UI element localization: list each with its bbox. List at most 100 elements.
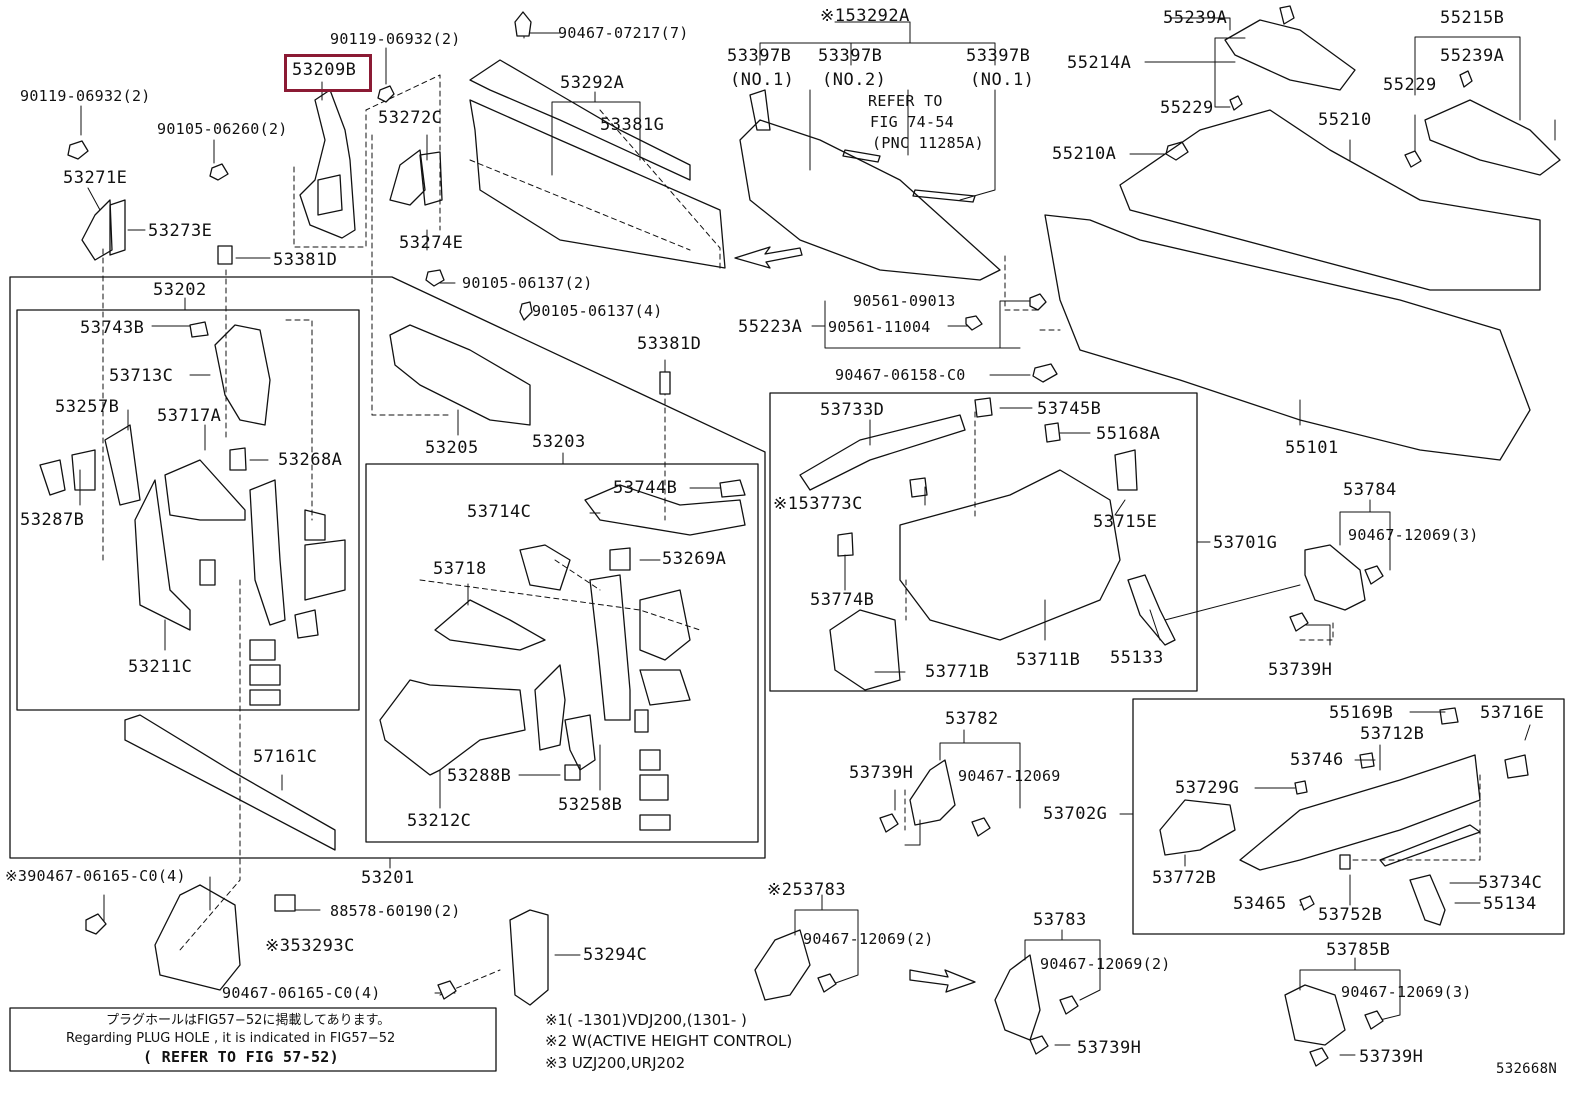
- label-53783-a[interactable]: ※253783: [767, 880, 847, 900]
- label-55210A[interactable]: 55210A: [1052, 144, 1117, 164]
- label-55169B[interactable]: 55169B: [1329, 703, 1394, 723]
- label-53203[interactable]: 53203: [532, 432, 586, 452]
- label-90467-07217[interactable]: 90467-07217(7): [558, 24, 689, 42]
- label-53271E[interactable]: 53271E: [63, 168, 128, 188]
- label-55229-a[interactable]: 55229: [1160, 98, 1214, 118]
- label-90119-06932-top[interactable]: 90119-06932(2): [330, 30, 461, 48]
- label-53272C[interactable]: 53272C: [378, 108, 443, 128]
- label-90467-06165-c0-b[interactable]: 90467-06165-C0(4): [222, 984, 381, 1002]
- label-53201[interactable]: 53201: [361, 868, 415, 888]
- label-53205[interactable]: 53205: [425, 438, 479, 458]
- label-53209B[interactable]: 53209B: [292, 60, 357, 80]
- label-53739H-d[interactable]: 53739H: [1359, 1047, 1424, 1067]
- label-90467-06165-c0-a[interactable]: ※390467-06165-C0(4): [5, 867, 186, 885]
- label-53746[interactable]: 53746: [1290, 750, 1344, 770]
- label-53397B-no1-left[interactable]: 53397B: [727, 46, 792, 66]
- label-53258B[interactable]: 53258B: [558, 795, 623, 815]
- label-53733D[interactable]: 53733D: [820, 400, 885, 420]
- part-53205: [389, 324, 531, 426]
- label-57161C[interactable]: 57161C: [253, 747, 318, 767]
- part-53782: [909, 759, 956, 826]
- label-90561-11004[interactable]: 90561-11004: [828, 318, 931, 336]
- label-88578-60190[interactable]: 88578-60190(2): [330, 902, 461, 920]
- part-55210-55101: [1044, 109, 1541, 461]
- label-53739H-b[interactable]: 53739H: [849, 763, 914, 783]
- label-53701G[interactable]: 53701G: [1213, 533, 1278, 553]
- label-53381G[interactable]: 53381G: [600, 115, 665, 135]
- label-90467-12069-3-b[interactable]: 90467-12069(3): [1341, 983, 1472, 1001]
- label-53381D-a[interactable]: 53381D: [273, 250, 338, 270]
- label-55101[interactable]: 55101: [1285, 438, 1339, 458]
- label-53772B[interactable]: 53772B: [1152, 868, 1217, 888]
- label-55133[interactable]: 55133: [1110, 648, 1164, 668]
- label-53702G[interactable]: 53702G: [1043, 804, 1108, 824]
- label-90561-09013[interactable]: 90561-09013: [853, 292, 956, 310]
- label-53716E[interactable]: 53716E: [1480, 703, 1545, 723]
- label-53739H-a[interactable]: 53739H: [1268, 660, 1333, 680]
- label-53744B[interactable]: 53744B: [613, 478, 678, 498]
- label-55210[interactable]: 55210: [1318, 110, 1372, 130]
- label-90105-06137-2[interactable]: 90105-06137(2): [462, 274, 593, 292]
- label-55215B[interactable]: 55215B: [1440, 8, 1505, 28]
- label-153773C[interactable]: ※153773C: [773, 494, 863, 514]
- label-53381D-b[interactable]: 53381D: [637, 334, 702, 354]
- label-55134[interactable]: 55134: [1483, 894, 1537, 914]
- label-53784[interactable]: 53784: [1343, 480, 1397, 500]
- label-90467-06158-c0[interactable]: 90467-06158-C0: [835, 366, 966, 384]
- label-53739H-c[interactable]: 53739H: [1077, 1038, 1142, 1058]
- label-53465[interactable]: 53465: [1233, 894, 1287, 914]
- label-53397B-no2[interactable]: 53397B: [818, 46, 883, 66]
- label-53292A[interactable]: 53292A: [560, 73, 625, 93]
- label-53293C[interactable]: ※353293C: [265, 936, 355, 956]
- label-90467-12069-2-b[interactable]: 90467-12069(2): [1040, 955, 1171, 973]
- label-55214A[interactable]: 55214A: [1067, 53, 1132, 73]
- part-53271E-53273E: [81, 199, 126, 261]
- label-53288B[interactable]: 53288B: [447, 766, 512, 786]
- label-53714C[interactable]: 53714C: [467, 502, 532, 522]
- label-53743B[interactable]: 53743B: [80, 318, 145, 338]
- label-55168A[interactable]: 55168A: [1096, 424, 1161, 444]
- label-53257B[interactable]: 53257B: [55, 397, 120, 417]
- label-55239A-b[interactable]: 55239A: [1440, 46, 1505, 66]
- refer-fig-57-52[interactable]: ( REFER TO FIG 57-52): [143, 1048, 339, 1066]
- label-53717A[interactable]: 53717A: [157, 406, 222, 426]
- label-fig-74-54[interactable]: FIG 74-54: [870, 113, 954, 131]
- label-53718[interactable]: 53718: [433, 559, 487, 579]
- label-53212C[interactable]: 53212C: [407, 811, 472, 831]
- label-90467-12069-3-a[interactable]: 90467-12069(3): [1348, 526, 1479, 544]
- label-53734C[interactable]: 53734C: [1478, 873, 1543, 893]
- label-53211C[interactable]: 53211C: [128, 657, 193, 677]
- label-53713C[interactable]: 53713C: [109, 366, 174, 386]
- label-90105-06260[interactable]: 90105-06260(2): [157, 120, 288, 138]
- label-53771B[interactable]: 53771B: [925, 662, 990, 682]
- label-53397B-no1-right[interactable]: 53397B: [966, 46, 1031, 66]
- label-53712B[interactable]: 53712B: [1360, 724, 1425, 744]
- label-55229-b[interactable]: 55229: [1383, 75, 1437, 95]
- label-53273E[interactable]: 53273E: [148, 221, 213, 241]
- label-90105-06137-4[interactable]: 90105-06137(4): [532, 302, 663, 320]
- label-53783-b[interactable]: 53783: [1033, 910, 1087, 930]
- label-53202[interactable]: 53202: [153, 280, 207, 300]
- part-53203-group: [379, 479, 746, 831]
- label-53287B[interactable]: 53287B: [20, 510, 85, 530]
- label-53745B[interactable]: 53745B: [1037, 399, 1102, 419]
- label-53782[interactable]: 53782: [945, 709, 999, 729]
- label-55239A-a[interactable]: 55239A: [1163, 8, 1228, 28]
- label-53269A[interactable]: 53269A: [662, 549, 727, 569]
- label-153292A[interactable]: ※153292A: [820, 6, 910, 26]
- part-53701G-group: [799, 397, 1176, 691]
- label-53274E[interactable]: 53274E: [399, 233, 464, 253]
- label-55223A[interactable]: 55223A: [738, 317, 803, 337]
- label-90119-06932-left[interactable]: 90119-06932(2): [20, 87, 151, 105]
- label-53752B[interactable]: 53752B: [1318, 905, 1383, 925]
- label-53729G[interactable]: 53729G: [1175, 778, 1240, 798]
- label-53294C[interactable]: 53294C: [583, 945, 648, 965]
- label-53785B[interactable]: 53785B: [1326, 940, 1391, 960]
- label-53715E[interactable]: 53715E: [1093, 512, 1158, 532]
- label-53774B[interactable]: 53774B: [810, 590, 875, 610]
- label-90467-12069-2-a[interactable]: 90467-12069(2): [803, 930, 934, 948]
- label-53711B[interactable]: 53711B: [1016, 650, 1081, 670]
- label-53268A[interactable]: 53268A: [278, 450, 343, 470]
- label-90467-12069[interactable]: 90467-12069: [958, 767, 1061, 785]
